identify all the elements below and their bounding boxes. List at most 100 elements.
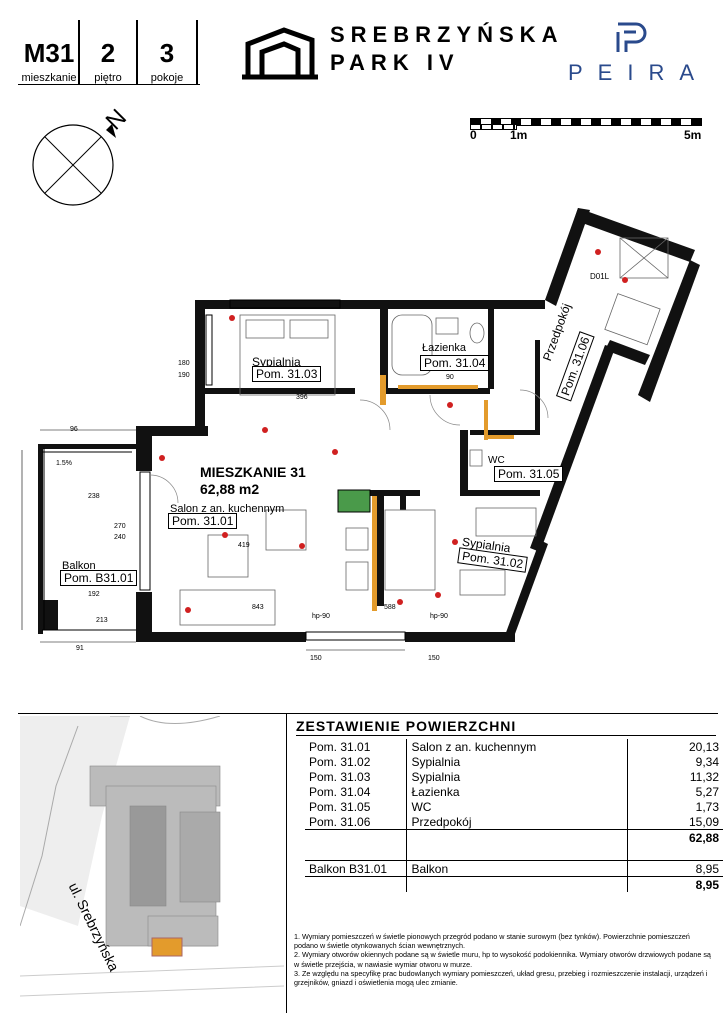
- door-arc: [429, 394, 461, 426]
- wall: [605, 340, 650, 365]
- balcony-total: 8,95: [626, 876, 723, 892]
- room-area: 5,27: [626, 784, 723, 799]
- table: [265, 509, 307, 551]
- orange-post: [398, 385, 478, 389]
- summary-title-underline: [296, 735, 716, 736]
- dim-label: 190: [178, 372, 190, 379]
- area-table: Pom. 31.01 Salon z an. kuchennym 20,13 P…: [305, 739, 723, 892]
- rooms-box: 3 pokoje: [138, 20, 198, 84]
- wall: [205, 388, 355, 394]
- wall: [376, 496, 384, 606]
- sofa: [179, 589, 276, 626]
- wall: [530, 345, 615, 552]
- window: [139, 471, 151, 591]
- socket: [159, 455, 165, 461]
- apartment-area: 62,88 m2: [200, 481, 260, 497]
- project-name-line1: SREBRZYŃSKA: [330, 22, 564, 47]
- orange-post: [484, 400, 488, 440]
- scale-bar-lower: [470, 124, 517, 130]
- toilet: [469, 322, 485, 344]
- room-name: Sypialnia: [406, 754, 628, 769]
- spacer-row: [305, 845, 723, 861]
- rooms-label: pokoje: [150, 72, 184, 84]
- table-row: Pom. 31.04 Łazienka 5,27: [305, 784, 723, 799]
- room-code: Pom. 31.05: [309, 799, 371, 814]
- room-name-bedroom-3103: Sypialnia: [252, 355, 301, 369]
- socket: [595, 249, 601, 255]
- wall: [574, 208, 695, 262]
- socket: [622, 277, 628, 283]
- dim-label: 96: [70, 426, 78, 433]
- kitchen-sink: [345, 527, 369, 551]
- table-row: Pom. 31.03 Sypialnia 11,32: [305, 769, 723, 784]
- socket: [452, 539, 458, 545]
- bed: [239, 314, 336, 396]
- socket: [229, 315, 235, 321]
- desk: [459, 569, 506, 596]
- note: 2. Wymiary otworów okiennych podane są w…: [294, 950, 711, 969]
- summary-title: ZESTAWIENIE POWIERZCHNI: [296, 718, 517, 734]
- wardrobe2: [619, 237, 669, 279]
- sink: [435, 317, 459, 335]
- rooms-count: 3: [159, 38, 175, 68]
- note: 3. Ze względu na specyfikę prac budowlan…: [294, 968, 708, 988]
- bed2: [384, 509, 436, 591]
- wall: [545, 208, 590, 306]
- table-row: Pom. 31.05 WC 1,73: [305, 799, 723, 814]
- wall: [405, 632, 515, 642]
- socket: [447, 402, 453, 408]
- socket: [222, 532, 228, 538]
- dim-label: 238: [88, 493, 100, 500]
- door-arc: [519, 389, 549, 419]
- scale-zero: 0: [470, 128, 477, 142]
- balcony-total-row: 8,95: [305, 876, 723, 892]
- room-name: Salon z an. kuchennym: [406, 739, 628, 754]
- kitchen-unit: [337, 489, 371, 513]
- room-name-wc: WC: [488, 455, 505, 466]
- apartment-location-marker: [151, 937, 183, 957]
- room-code: Pom. 31.03: [309, 769, 371, 784]
- dim-label: 240: [114, 534, 126, 541]
- dim-label: 213: [96, 617, 108, 624]
- wc-toilet: [469, 449, 483, 467]
- room-code: Pom. 31.02: [309, 754, 371, 769]
- socket: [435, 592, 441, 598]
- dim-label: 150: [428, 655, 440, 662]
- floor-number: 2: [100, 38, 116, 68]
- scale-five: 5m: [684, 128, 702, 142]
- orange-post: [484, 435, 514, 439]
- room-code: Pom. 31.01: [309, 739, 371, 754]
- room-area: 11,32: [626, 769, 723, 784]
- balcony-name: Balkon: [406, 860, 628, 877]
- window: [229, 299, 341, 309]
- room-area: 9,34: [626, 754, 723, 769]
- room-area: 20,13: [626, 739, 723, 754]
- room-name: Przedpokój: [406, 814, 628, 830]
- wardrobe-x: [619, 237, 669, 279]
- dim-label: hp-90: [430, 613, 448, 620]
- wall: [460, 430, 468, 490]
- room-name-bath: Łazienka: [422, 342, 467, 354]
- dim-label: 192: [88, 591, 100, 598]
- room-area: 15,09: [626, 814, 723, 830]
- developer-name: PEIRA: [568, 60, 710, 85]
- notes: 1. Wymiary pomieszczeń w świetle pionowy…: [294, 932, 714, 987]
- peira-logo-icon: [616, 22, 647, 52]
- window: [205, 314, 213, 386]
- wall: [136, 426, 152, 471]
- bed-pillow: [245, 319, 285, 339]
- wall: [400, 490, 406, 510]
- orange-post: [380, 375, 386, 405]
- balcony-code: Balkon B31.01: [305, 860, 407, 877]
- cooktop: [345, 561, 369, 591]
- wall: [138, 426, 208, 436]
- dim-label: 90: [446, 374, 454, 381]
- wall: [136, 632, 306, 642]
- wardrobe: [475, 507, 537, 537]
- room-name: Sypialnia: [406, 769, 628, 784]
- dim-label: 270: [114, 523, 126, 530]
- wall: [460, 490, 540, 496]
- room-name-living: Salon z an. kuchennym: [170, 503, 285, 515]
- dim-label: D01L: [590, 272, 610, 281]
- room-name: Łazienka: [406, 784, 628, 799]
